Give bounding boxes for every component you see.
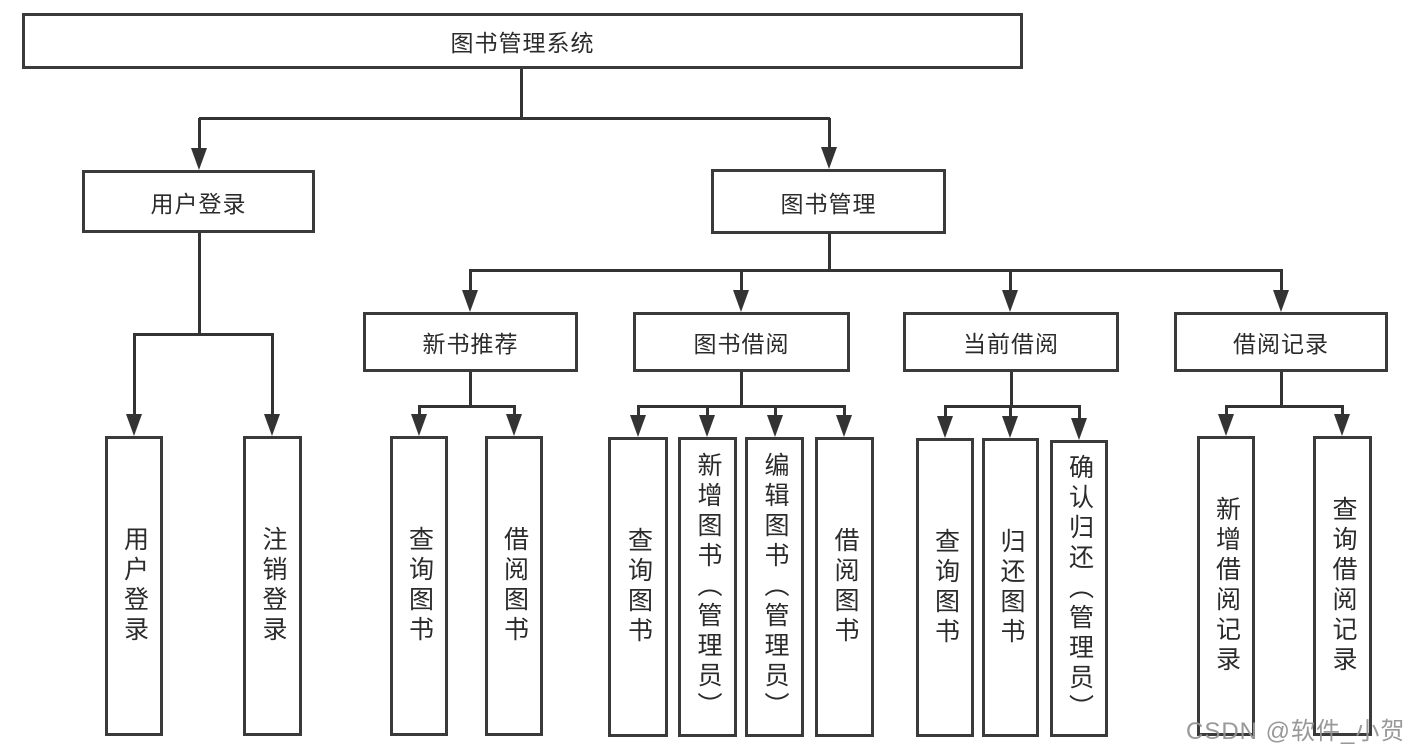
arrow-down-icon — [767, 415, 783, 437]
connector-line — [270, 333, 274, 416]
arrow-down-icon — [1071, 418, 1087, 440]
connector-line — [1279, 372, 1283, 408]
connector-line — [705, 405, 709, 418]
leaf-query-books-current-label: 查询图书 — [931, 527, 960, 648]
arrow-down-icon — [1273, 290, 1289, 312]
node-borrow-records-label: 借阅记录 — [1233, 331, 1329, 357]
leaf-query-books-borrow-label: 查询图书 — [624, 527, 653, 647]
arrow-down-icon — [1002, 290, 1018, 312]
leaf-borrow-books: 借阅图书 — [815, 437, 874, 737]
arrow-down-icon — [411, 414, 427, 436]
connector-line — [1008, 405, 1012, 418]
connector-line — [469, 268, 1282, 272]
node-user-login-label: 用户登录 — [150, 190, 247, 217]
connector-line — [739, 269, 743, 293]
connector-line — [468, 269, 472, 293]
connector-line — [418, 404, 515, 408]
leaf-edit-books-admin-label: 编辑图书（管理员） — [761, 452, 789, 722]
node-book-management: 图书管理 — [711, 169, 946, 234]
arrow-down-icon — [462, 290, 478, 312]
connector-line — [1225, 404, 1343, 408]
node-user-login: 用户登录 — [82, 170, 315, 233]
node-new-book-recommend: 新书推荐 — [363, 312, 578, 372]
node-root: 图书管理系统 — [22, 13, 1023, 69]
connector-line — [468, 372, 472, 408]
leaf-user-login-label: 用户登录 — [120, 526, 149, 646]
connector-line — [842, 405, 846, 418]
leaf-query-books-recommend-label: 查询图书 — [405, 526, 434, 646]
arrow-down-icon — [836, 415, 852, 437]
leaf-add-books-admin-label: 新增图书（管理员） — [694, 452, 722, 722]
connector-line — [417, 405, 421, 416]
leaf-query-books-recommend: 查询图书 — [390, 436, 448, 736]
leaf-confirm-return-admin: 确认归还（管理员） — [1050, 440, 1108, 737]
connector-line — [827, 118, 831, 149]
node-current-borrow: 当前借阅 — [903, 312, 1119, 372]
connector-line — [1340, 405, 1344, 416]
leaf-query-borrow-record: 查询借阅记录 — [1313, 436, 1372, 736]
node-new-book-recommend-label: 新书推荐 — [422, 331, 519, 357]
connector-line — [1279, 269, 1283, 293]
node-current-borrow-label: 当前借阅 — [963, 331, 1059, 357]
arrow-down-icon — [1218, 414, 1234, 436]
arrow-down-icon — [733, 290, 749, 312]
arrow-down-icon — [126, 414, 142, 436]
leaf-borrow-books-label: 借阅图书 — [831, 527, 859, 647]
connector-line — [519, 69, 523, 120]
arrow-down-icon — [1334, 414, 1350, 436]
leaf-return-books: 归还图书 — [982, 438, 1039, 737]
leaf-logout-login-label: 注销登录 — [259, 526, 287, 646]
leaf-return-books-label: 归还图书 — [997, 527, 1025, 648]
leaf-logout-login: 注销登录 — [243, 436, 302, 736]
leaf-borrow-books-recommend: 借阅图书 — [485, 436, 543, 736]
arrow-down-icon — [821, 147, 837, 169]
connector-line — [132, 333, 136, 416]
arrow-down-icon — [630, 415, 646, 437]
leaf-user-login: 用户登录 — [105, 436, 163, 736]
connector-line — [943, 405, 947, 418]
connector-line — [1009, 372, 1013, 408]
connector-line — [197, 118, 201, 150]
node-book-borrow: 图书借阅 — [633, 312, 850, 372]
leaf-add-books-admin: 新增图书（管理员） — [678, 437, 737, 737]
arrow-down-icon — [937, 416, 953, 438]
connector-line — [827, 234, 831, 272]
leaf-add-borrow-record-label: 新增借阅记录 — [1212, 496, 1241, 676]
connector-line — [199, 116, 830, 120]
arrow-down-icon — [1002, 416, 1018, 438]
connector-line — [133, 332, 273, 336]
node-borrow-records: 借阅记录 — [1174, 312, 1388, 372]
connector-line — [773, 405, 777, 418]
node-book-borrow-label: 图书借阅 — [693, 331, 790, 357]
leaf-query-borrow-record-label: 查询借阅记录 — [1329, 496, 1357, 676]
arrow-down-icon — [506, 414, 522, 436]
connector-line — [197, 233, 201, 336]
connector-line — [636, 405, 640, 418]
leaf-borrow-books-recommend-label: 借阅图书 — [500, 526, 529, 646]
node-book-management-label: 图书管理 — [780, 190, 877, 217]
connector-line — [1008, 269, 1012, 293]
leaf-query-books-current: 查询图书 — [916, 438, 974, 737]
connector-line — [637, 404, 845, 408]
leaf-edit-books-admin: 编辑图书（管理员） — [745, 437, 804, 737]
connector-line — [512, 405, 516, 416]
connector-line — [1224, 405, 1228, 416]
connector-line — [944, 404, 1080, 408]
arrow-down-icon — [699, 415, 715, 437]
connector-line — [1077, 405, 1081, 420]
arrow-down-icon — [191, 148, 207, 170]
csdn-watermark: CSDN @软件_小贺同学 — [1186, 718, 1405, 745]
leaf-confirm-return-admin-label: 确认归还（管理员） — [1065, 453, 1094, 724]
arrow-down-icon — [264, 414, 280, 436]
leaf-add-borrow-record: 新增借阅记录 — [1197, 436, 1255, 736]
leaf-query-books-borrow: 查询图书 — [608, 437, 668, 737]
node-root-label: 图书管理系统 — [450, 30, 595, 56]
connector-line — [739, 372, 743, 408]
